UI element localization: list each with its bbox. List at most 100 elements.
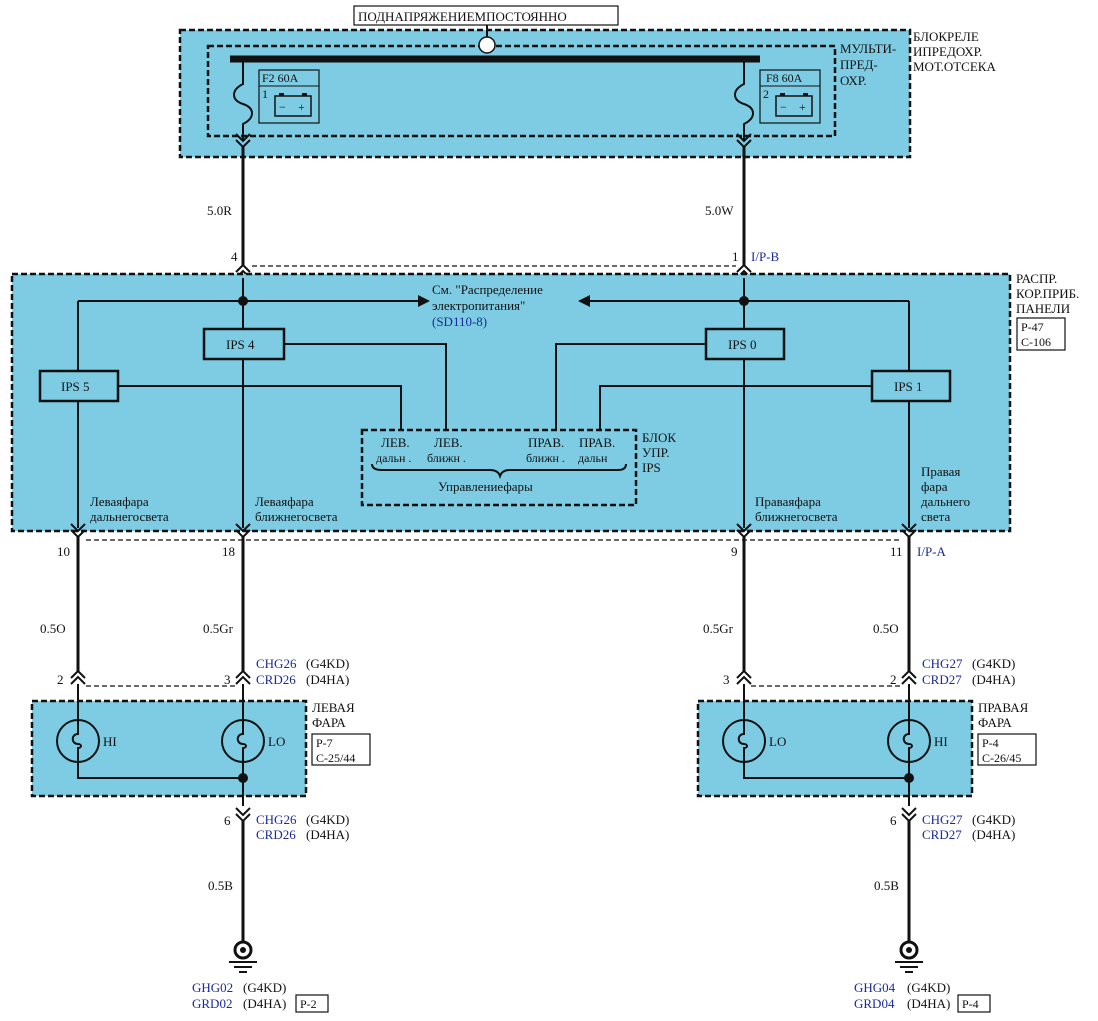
- svg-text:−: −: [780, 100, 787, 114]
- right-ground-label: GHG04: [854, 980, 896, 995]
- svg-text:10: 10: [57, 544, 70, 559]
- svg-text:3: 3: [723, 672, 730, 687]
- svg-text:ПРЕД-: ПРЕД-: [840, 57, 878, 72]
- connector-ip-b: I/P-B: [751, 249, 780, 264]
- svg-text:CHG27: CHG27: [922, 656, 963, 671]
- svg-text:0.5O: 0.5O: [873, 621, 899, 636]
- svg-text:−: −: [279, 100, 286, 114]
- svg-text:4: 4: [231, 249, 238, 264]
- see-ref-link[interactable]: (SD110-8): [432, 314, 487, 329]
- svg-text:КОР.ПРИБ.: КОР.ПРИБ.: [1016, 286, 1079, 301]
- svg-text:(G4KD): (G4KD): [306, 812, 349, 827]
- svg-text:(G4KD): (G4KD): [306, 656, 349, 671]
- svg-text:6: 6: [224, 813, 231, 828]
- fuse-f2: F2 60A 1 − +: [258, 69, 320, 124]
- svg-text:P-7: P-7: [316, 736, 333, 750]
- svg-text:ОХР.: ОХР.: [840, 73, 867, 88]
- svg-text:дальн .: дальн .: [376, 451, 411, 465]
- svg-text:(D4HA): (D4HA): [243, 996, 286, 1011]
- svg-text:ближнегосвета: ближнегосвета: [255, 509, 338, 524]
- svg-text:C-106: C-106: [1021, 335, 1051, 349]
- svg-text:CRD26: CRD26: [256, 672, 296, 687]
- svg-text:HI: HI: [934, 734, 948, 749]
- svg-text:LO: LO: [268, 734, 285, 749]
- svg-text:P-47: P-47: [1021, 320, 1044, 334]
- svg-text:11: 11: [890, 544, 903, 559]
- fuse-element-left: [233, 59, 253, 140]
- ips-4: [202, 327, 286, 361]
- svg-text:+: +: [799, 100, 806, 114]
- svg-text:фара: фара: [921, 479, 948, 494]
- svg-text:ФАРА: ФАРА: [978, 715, 1012, 730]
- svg-text:(D4HA): (D4HA): [972, 672, 1015, 687]
- ground-icon: [229, 940, 257, 973]
- svg-text:(G4KD): (G4KD): [907, 980, 950, 995]
- svg-text:2: 2: [57, 672, 64, 687]
- svg-text:ближн .: ближн .: [427, 451, 466, 465]
- svg-text:ближн .: ближн .: [526, 451, 565, 465]
- battery-icon: [775, 95, 813, 117]
- svg-text:ПАНЕЛИ: ПАНЕЛИ: [1016, 301, 1070, 316]
- svg-text:ЛЕВ.: ЛЕВ.: [434, 435, 463, 450]
- relay-box: [178, 28, 912, 159]
- svg-text:УПР.: УПР.: [642, 445, 669, 460]
- svg-text:ПРАВ.: ПРАВ.: [579, 435, 615, 450]
- svg-text:света: света: [921, 509, 950, 524]
- svg-text:CHG26: CHG26: [256, 656, 297, 671]
- battery-icon: [274, 95, 312, 117]
- fuse-f8: F8 60A 2 − +: [759, 69, 821, 124]
- right-high-beam-label: Правая: [921, 464, 960, 479]
- svg-text:2: 2: [763, 87, 769, 101]
- ips-control-block: [360, 428, 638, 507]
- svg-text:1: 1: [262, 87, 268, 101]
- left-ground-ref: [295, 994, 329, 1013]
- left-low-beam-label: Леваяфара: [255, 494, 314, 509]
- svg-text:ПРАВ.: ПРАВ.: [528, 435, 564, 450]
- see-ref-text: См. "Распределение: [432, 282, 543, 297]
- ground-icon: [895, 940, 923, 973]
- svg-text:6: 6: [890, 813, 897, 828]
- svg-text:2: 2: [890, 672, 897, 687]
- svg-text:IPS 5: IPS 5: [61, 379, 90, 394]
- ips-1: [870, 369, 952, 403]
- svg-text:IPS 1: IPS 1: [894, 379, 923, 394]
- svg-text:(D4HA): (D4HA): [306, 672, 349, 687]
- svg-text:ФАРА: ФАРА: [312, 715, 346, 730]
- svg-text:IPS 0: IPS 0: [728, 337, 757, 352]
- left-high-beam-label: Леваяфара: [90, 494, 149, 509]
- svg-text:электропитания": электропитания": [432, 298, 525, 313]
- svg-text:3: 3: [224, 672, 231, 687]
- svg-text:IPS 4: IPS 4: [226, 337, 255, 352]
- svg-text:F2 60A: F2 60A: [262, 71, 299, 85]
- right-ground-ref: [957, 994, 991, 1013]
- svg-text:0.5B: 0.5B: [874, 878, 899, 893]
- ipdu-ref: [1016, 317, 1066, 351]
- svg-text:P-2: P-2: [300, 997, 317, 1011]
- left-lamp-ref: [311, 733, 371, 766]
- fuse-element-right: [734, 59, 754, 140]
- svg-text:дальнегосвета: дальнегосвета: [90, 509, 169, 524]
- wire-label-5-0w: 5.0W: [705, 203, 734, 218]
- svg-text:+: +: [298, 100, 305, 114]
- svg-text:0.5B: 0.5B: [208, 878, 233, 893]
- svg-text:ближнегосвета: ближнегосвета: [755, 509, 838, 524]
- svg-text:(G4KD): (G4KD): [972, 812, 1015, 827]
- svg-text:GRD04: GRD04: [854, 996, 895, 1011]
- svg-text:0.5Gr: 0.5Gr: [703, 621, 734, 636]
- svg-text:дальн: дальн: [578, 451, 608, 465]
- svg-text:HI: HI: [103, 734, 117, 749]
- svg-text:IPS: IPS: [642, 460, 661, 475]
- svg-text:P-4: P-4: [982, 736, 999, 750]
- svg-text:(D4HA): (D4HA): [972, 827, 1015, 842]
- power-source-node: [478, 36, 496, 54]
- svg-text:GRD02: GRD02: [192, 996, 232, 1011]
- svg-text:(G4KD): (G4KD): [243, 980, 286, 995]
- svg-text:ЛЕВАЯ: ЛЕВАЯ: [312, 700, 355, 715]
- right-lamp-ref: [977, 733, 1037, 766]
- svg-text:дальнего: дальнего: [921, 494, 970, 509]
- multi-fuse-label: МУЛЬТИ-: [840, 41, 896, 56]
- svg-text:(D4HA): (D4HA): [907, 996, 950, 1011]
- ips-control-label: БЛОК: [642, 430, 676, 445]
- ipdu-label: РАСПР.: [1016, 271, 1057, 286]
- svg-text:МОТ.ОТСЕКА: МОТ.ОТСЕКА: [913, 59, 996, 74]
